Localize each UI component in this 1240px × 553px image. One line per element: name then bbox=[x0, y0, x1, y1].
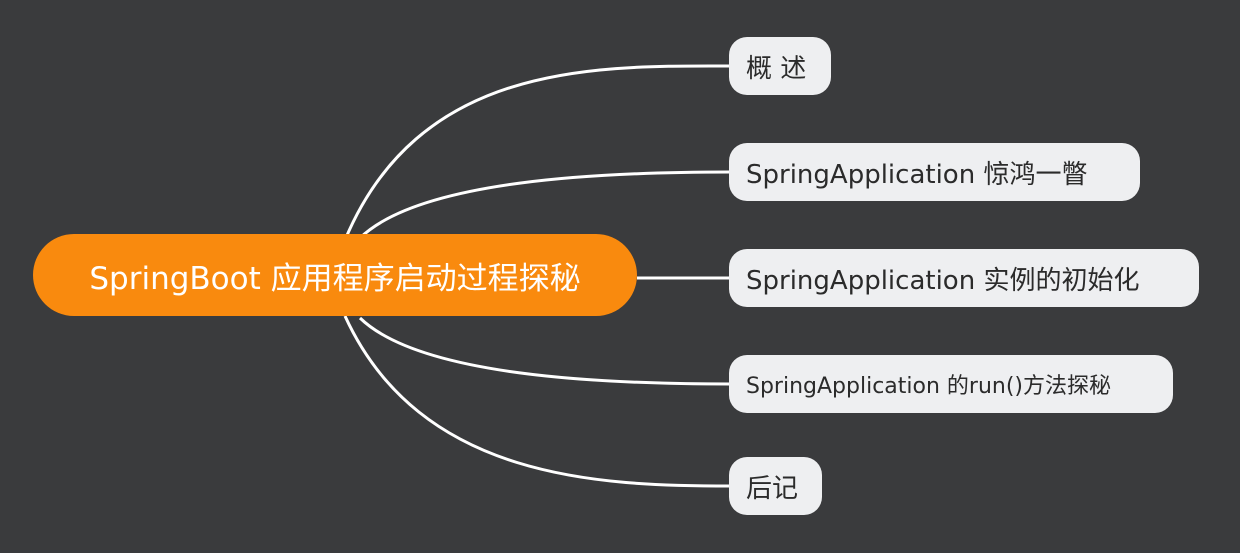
connector-glimpse bbox=[358, 170, 732, 240]
branch-topic-label: 后记 bbox=[746, 473, 799, 504]
root-topic[interactable]: SpringBoot 应用程序启动过程探秘 bbox=[33, 234, 637, 316]
branch-topic-glimpse[interactable]: SpringApplication 惊鸿一瞥 bbox=[729, 143, 1140, 201]
branch-topic-label: SpringApplication 惊鸿一瞥 bbox=[746, 159, 1088, 190]
connector-overview bbox=[343, 64, 732, 241]
connector-postscript bbox=[343, 315, 732, 488]
branch-topic-label: SpringApplication 的run()方法探秘 bbox=[746, 374, 1112, 399]
branch-topic-label: SpringApplication 实例的初始化 bbox=[746, 265, 1140, 296]
connector-run-method bbox=[358, 316, 732, 386]
root-topic-label: SpringBoot 应用程序启动过程探秘 bbox=[89, 260, 581, 297]
branch-topic-run-method[interactable]: SpringApplication 的run()方法探秘 bbox=[729, 355, 1173, 413]
branch-topic-overview[interactable]: 概 述 bbox=[729, 37, 831, 95]
branch-topic-postscript[interactable]: 后记 bbox=[729, 457, 822, 515]
branch-topic-label: 概 述 bbox=[746, 53, 807, 84]
branch-topic-initialization[interactable]: SpringApplication 实例的初始化 bbox=[729, 249, 1199, 307]
